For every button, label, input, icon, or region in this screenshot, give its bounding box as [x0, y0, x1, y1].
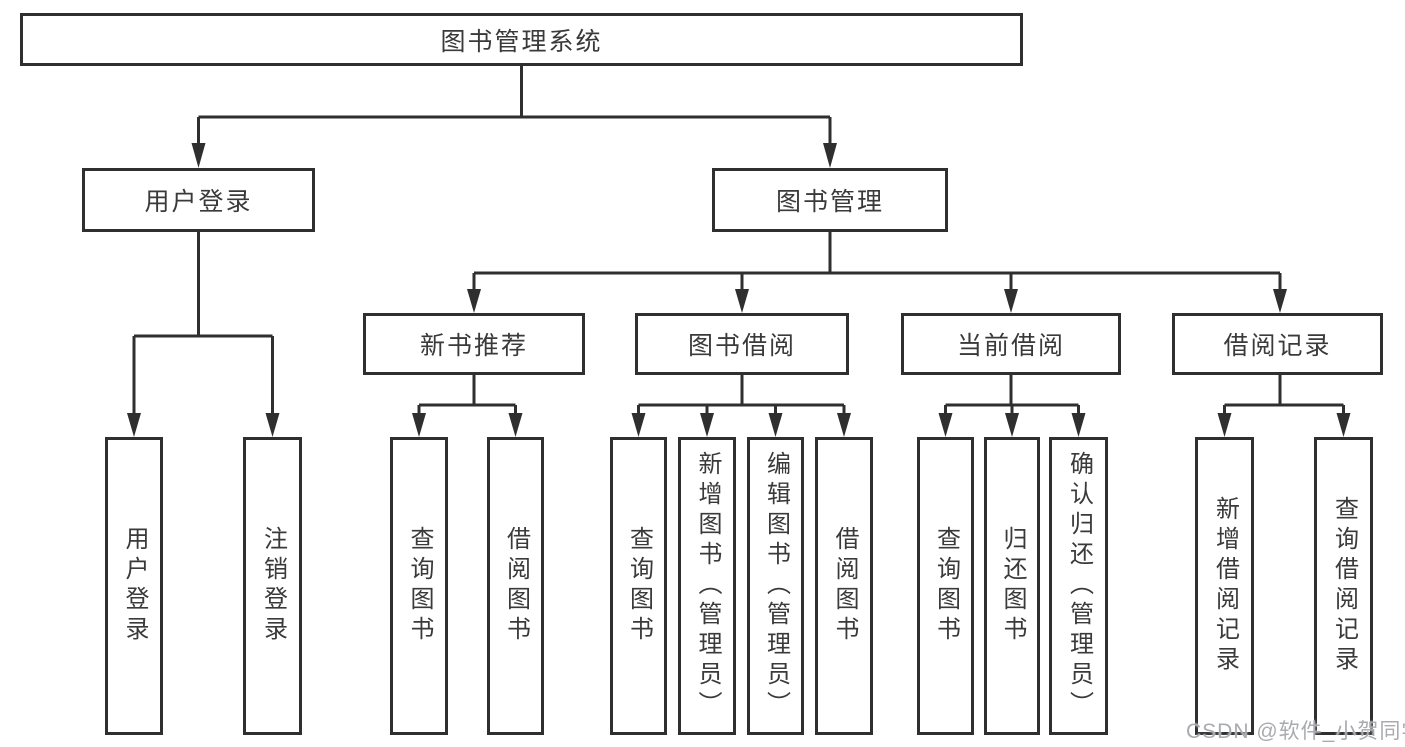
node-leaf-br-add-record: 新增借阅记录: [1195, 437, 1254, 735]
node-book-mgmt: 图书管理: [712, 168, 948, 232]
node-leaf-bb-add-books-admin: 新增图书（管理员）: [678, 437, 736, 735]
node-leaf-bb-borrow-books: 借阅图书: [815, 437, 873, 735]
arrow-icon: [631, 413, 646, 437]
connector-borrow-records-children: [1217, 375, 1351, 437]
node-book-borrow: 图书借阅: [635, 313, 849, 375]
arrow-icon: [1217, 413, 1232, 437]
arrow-icon: [191, 143, 206, 168]
arrow-icon: [127, 413, 141, 437]
node-root: 图书管理系统: [20, 13, 1023, 66]
connector-user-login-children: [127, 232, 280, 437]
connector-book-borrow-children: [631, 375, 851, 437]
arrow-icon: [1336, 413, 1351, 437]
node-current-borrow: 当前借阅: [901, 313, 1121, 375]
node-leaf-cb-return-books: 归还图书: [984, 437, 1040, 735]
node-user-login: 用户登录: [82, 168, 315, 232]
arrow-icon: [1273, 289, 1287, 313]
arrow-icon: [412, 413, 426, 437]
node-leaf-nbr-borrow-books: 借阅图书: [487, 437, 544, 735]
connector-new-book-rec-children: [412, 375, 523, 437]
arrow-icon: [467, 289, 481, 313]
node-leaf-cb-query-books: 查询图书: [917, 437, 974, 735]
connector-current-borrow-children: [938, 375, 1086, 437]
node-leaf-cb-confirm-return-admin: 确认归还（管理员）: [1049, 437, 1108, 735]
arrow-icon: [1005, 413, 1019, 437]
csdn-watermark: CSDN @软件_小贺同学: [1186, 720, 1405, 743]
arrow-icon: [823, 143, 837, 168]
node-leaf-bb-query-books: 查询图书: [610, 437, 667, 735]
arrow-icon: [768, 413, 783, 437]
connector-root-to-level2: [191, 66, 837, 168]
node-leaf-nbr-query-books: 查询图书: [390, 437, 448, 735]
node-leaf-user-login: 用户登录: [105, 437, 163, 735]
connector-book-mgmt-children: [467, 232, 1287, 313]
arrow-icon: [508, 413, 523, 437]
arrow-icon: [837, 413, 851, 437]
arrow-icon: [265, 413, 280, 437]
arrow-icon: [1071, 413, 1086, 437]
arrow-icon: [735, 289, 749, 313]
node-leaf-br-query-record: 查询借阅记录: [1314, 437, 1373, 735]
arrow-icon: [700, 413, 714, 437]
node-new-book-rec: 新书推荐: [363, 313, 585, 375]
node-borrow-records: 借阅记录: [1172, 313, 1383, 375]
arrow-icon: [938, 413, 953, 437]
node-leaf-logout: 注销登录: [243, 437, 302, 735]
node-leaf-bb-edit-books-admin: 编辑图书（管理员）: [747, 437, 804, 735]
arrow-icon: [1004, 289, 1018, 313]
